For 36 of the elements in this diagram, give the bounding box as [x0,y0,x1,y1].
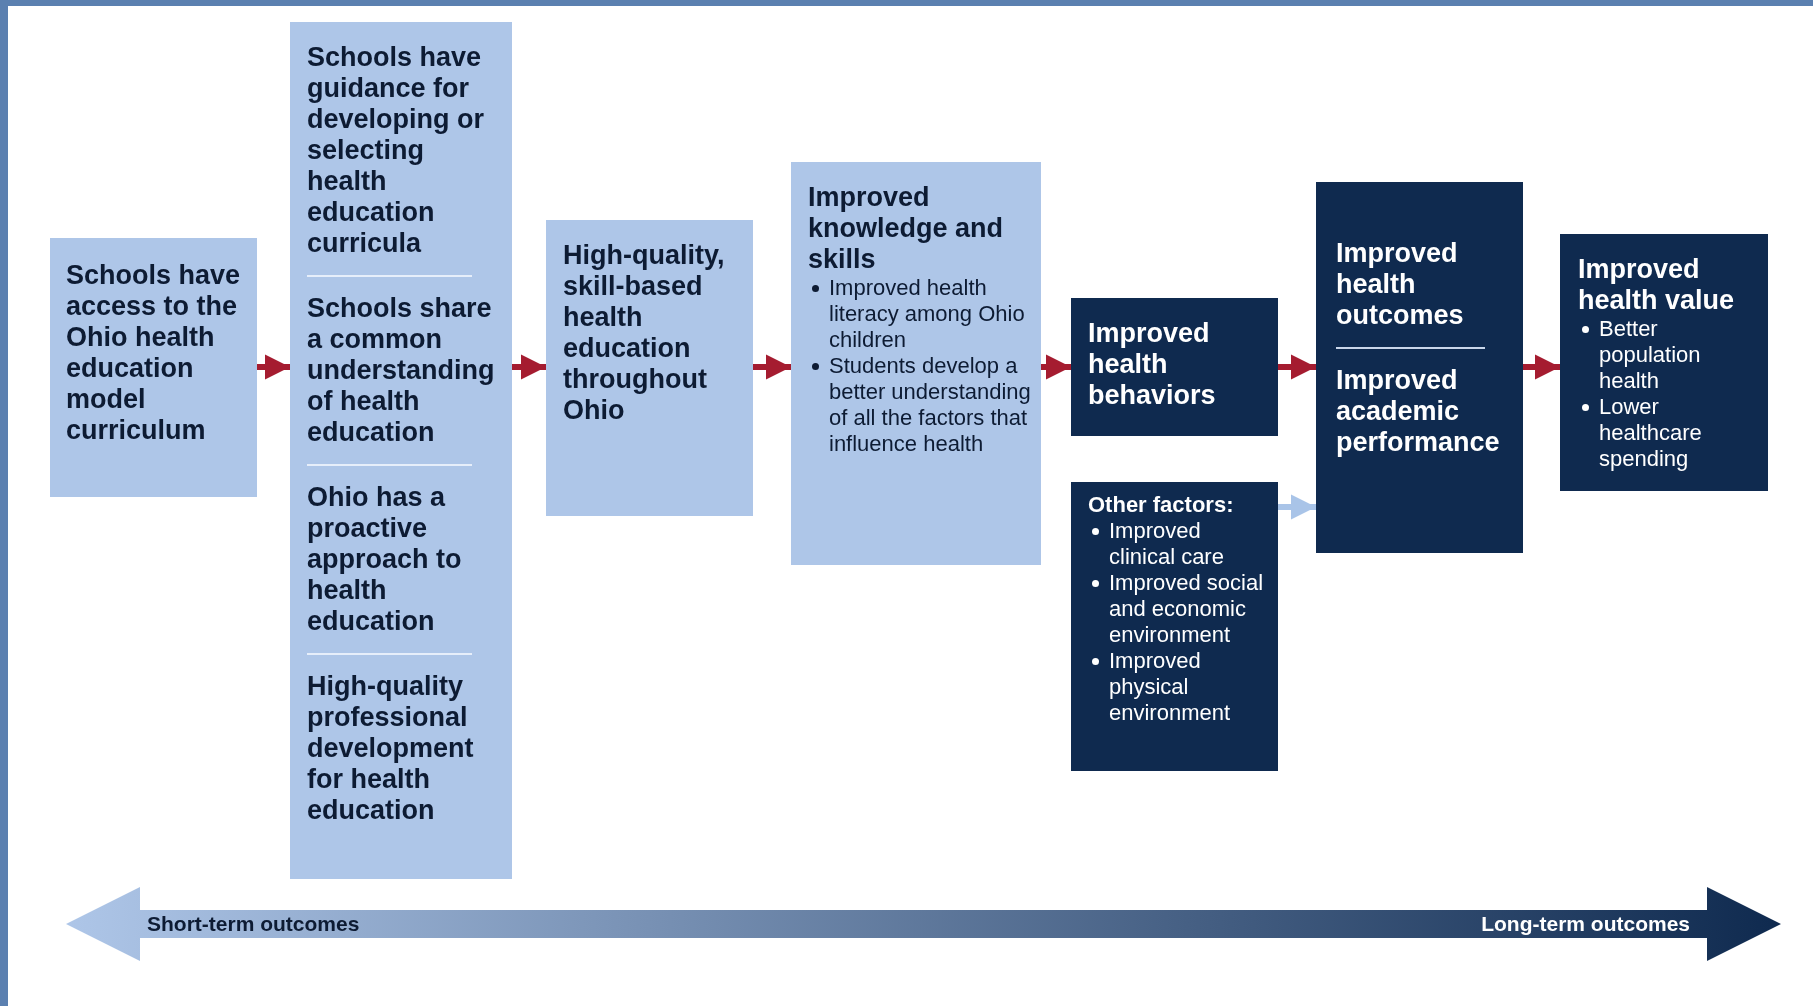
outcome-box [1316,182,1523,553]
outcome-box [1560,234,1768,491]
box-heading: Schools have access to the Ohio health education model curriculum [66,260,242,446]
box-heading: Improved health behaviors [1088,318,1217,411]
bullet-text: Improved health literacy among Ohio children [829,275,1026,353]
box-text: Schools share a common understanding of health education [307,293,496,448]
bullet-text: Improved physical environment [1109,648,1232,726]
box-heading: Other factors: [1088,492,1235,518]
arrow [753,354,791,380]
box-heading: High-quality, skill-based health education throughout Ohio [563,240,726,426]
box-text: High-quality professional development for health education [307,671,475,826]
arrow [1278,494,1316,520]
box-heading: Improved knowledge and skills [808,182,1005,275]
box-heading: Improved health value [1578,254,1736,316]
factors-box [1071,482,1278,771]
outcome-box [791,162,1041,565]
box-heading: Schools have guidance for developing or selecting health education curricula [307,42,486,259]
box-heading: Improved health outcomes [1336,238,1465,331]
arrow [512,354,546,380]
arrow [1041,354,1071,380]
box-text: Improved academic performance [1336,365,1501,458]
bullet-text: Students develop a better understanding of all the factors that influence health [829,353,1032,457]
process-box [546,220,753,516]
outcome-box [1071,298,1278,436]
process-box [290,22,512,879]
arrow [257,354,290,380]
timeline-label: Long-term outcomes [1481,912,1690,936]
bullet-text: Better population health [1599,316,1702,394]
bullet-text: Improved clinical care [1109,518,1225,570]
arrow [1278,354,1316,380]
box-text: Ohio has a proactive approach to health education [307,482,463,637]
bullet-text: Lower healthcare spending [1599,394,1703,472]
timeline-label: Short-term outcomes [147,912,360,936]
arrow [1523,354,1560,380]
bullet-text: Improved social and economic environment [1109,570,1265,648]
process-box [50,238,257,497]
